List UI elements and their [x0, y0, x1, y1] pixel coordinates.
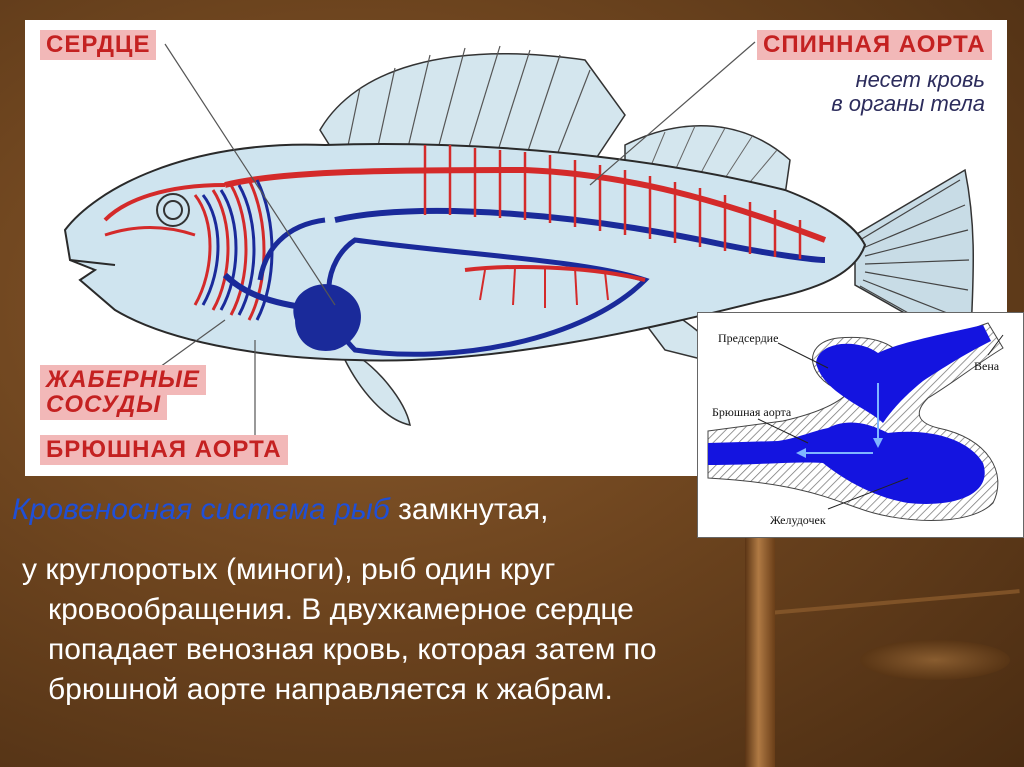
label-gill-vessels-2: СОСУДЫ — [40, 390, 168, 420]
heart-inset-drawing — [707, 322, 1004, 521]
head-artery — [103, 183, 226, 222]
heart-inset-diagram: Предсердие Вена Брюшная аорта Желудочек — [697, 312, 1024, 538]
head-artery-lower — [104, 226, 196, 237]
caption-body-line1: у круглоротых (миноги), рыб один круг — [22, 553, 556, 586]
caption-heading: Кровеносная система рыб замкнутая, — [12, 490, 549, 530]
caption-heading-rest: замкнутая, — [389, 493, 549, 526]
visceral-artery-branches — [479, 267, 609, 308]
segmental-arteries — [423, 145, 802, 259]
label-heart: СЕРДЦЕ — [40, 30, 157, 60]
inset-label-vein: Вена — [974, 359, 1000, 373]
caption-body-line3: попадает венозная кровь, которая затем п… — [48, 633, 657, 666]
eye-pupil — [163, 200, 183, 220]
label-ventral-aorta: БРЮШНАЯ АОРТА — [40, 435, 288, 465]
inset-pointer-lines — [757, 334, 1004, 510]
fish-circulation-diagram — [63, 41, 975, 450]
inset-label-atrium: Предсердие — [718, 331, 779, 345]
inset-label-ventricle: Желудочек — [770, 513, 826, 527]
dorsal-note-line1: несет кровь — [855, 67, 985, 92]
label-gill-vessels-1: ЖАБЕРНЫЕ — [40, 365, 206, 395]
dorsal-aorta-note: несет кровь в органы тела — [765, 68, 985, 116]
mouth-line — [69, 259, 116, 266]
eye — [156, 193, 190, 227]
flow-arrow-left-head — [796, 448, 806, 458]
inset-label-ventral-aorta: Брюшная аорта — [712, 405, 792, 419]
caption-body: у круглоротых (миноги), рыб один круг кр… — [22, 550, 862, 710]
dorsal-note-line2: в органы тела — [831, 91, 985, 116]
caption-body-line2: кровообращения. В двухкамерное сердце — [48, 593, 634, 626]
pointer-lines — [134, 41, 756, 450]
fish-diagram-panel: СЕРДЦЕ СПИННАЯ АОРТА несет кровь в орган… — [25, 20, 1007, 476]
label-dorsal-aorta: СПИННАЯ АОРТА — [757, 30, 992, 60]
gill-arteries — [193, 179, 266, 321]
flow-arrow-down-head — [873, 438, 883, 448]
anterior-cardinal-vein — [257, 217, 326, 281]
pelvic-fin — [343, 354, 411, 426]
ventricle-and-aorta — [708, 422, 985, 504]
decor-scale-pole — [745, 520, 775, 767]
dorsal-fin — [319, 53, 626, 171]
caption-body-line4: брюшной аорте направляется к жабрам. — [48, 673, 613, 706]
heart-shape — [293, 284, 362, 351]
caption-heading-italic: Кровеносная система рыб — [12, 493, 390, 526]
decor-scale-pan — [860, 640, 1010, 680]
visceral-artery — [464, 265, 646, 282]
atrium-chamber — [816, 325, 991, 423]
